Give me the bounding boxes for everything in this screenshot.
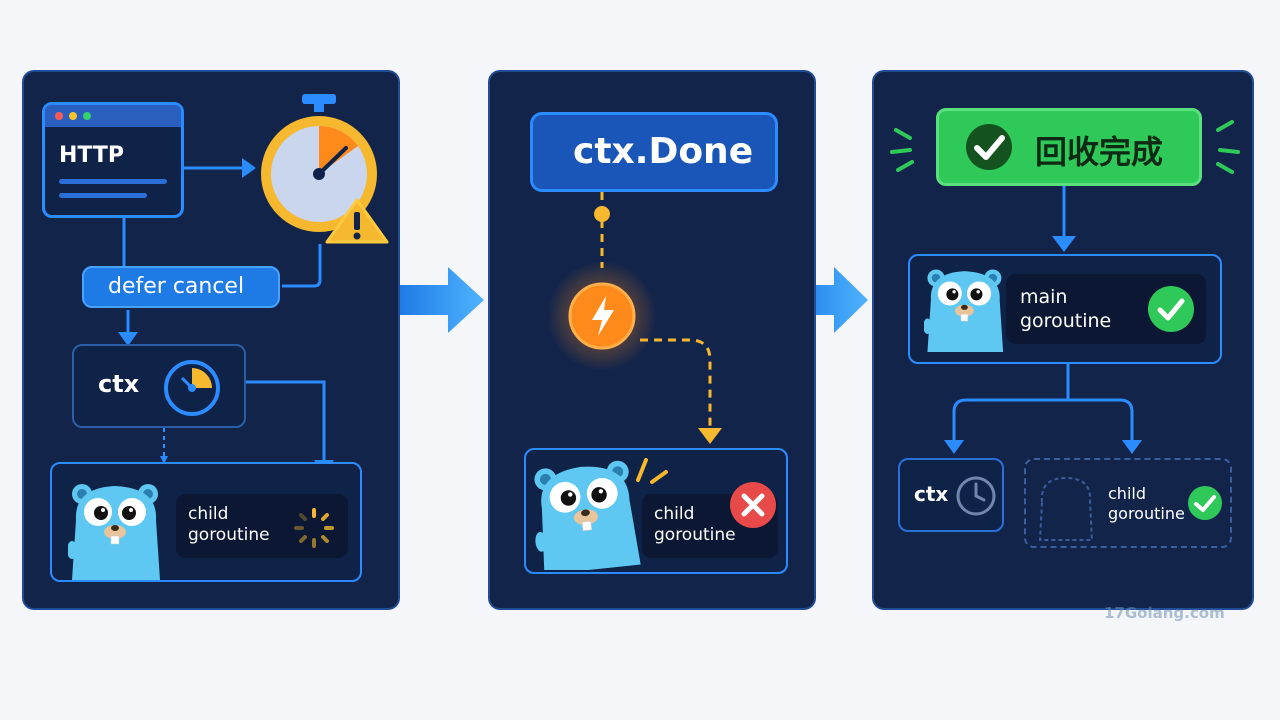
child-label-line2: goroutine [1108, 504, 1185, 523]
child-goroutine-box: child goroutine [524, 448, 788, 574]
transition-arrow-1 [400, 267, 484, 333]
child-label-line2: goroutine [188, 525, 270, 545]
main-goroutine-box: main goroutine [908, 254, 1222, 364]
child-goroutine-card: child goroutine [176, 494, 348, 558]
alert-marks [636, 458, 668, 484]
child-label-line1: child [1108, 484, 1146, 503]
gopher-icon [68, 483, 161, 581]
defer-cancel-badge: defer cancel [82, 266, 280, 308]
cleanup-complete-badge: 回收完成 [936, 108, 1202, 186]
http-label: HTTP [59, 143, 125, 168]
child-label-line2: goroutine [654, 525, 736, 545]
ctx-label: ctx [98, 370, 140, 398]
watermark: 17Golang.com [1104, 604, 1225, 622]
lightning-signal-icon [568, 282, 636, 350]
child-goroutine-box: child goroutine [50, 462, 362, 582]
defer-cancel-label: defer cancel [108, 274, 245, 299]
ctx-done-badge: ctx.Done [530, 112, 778, 192]
main-label-line2: goroutine [1020, 310, 1112, 332]
panel-request-timeout: HTTP defer cancel ctx [22, 70, 400, 610]
loading-spinner-icon [294, 508, 334, 548]
warning-icon [325, 198, 389, 244]
main-goroutine-card: main goroutine [1006, 274, 1206, 344]
green-check-icon [966, 124, 1012, 170]
panel-ctx-done: ctx.Done child goroutine [488, 70, 816, 610]
child-label-line1: child [188, 504, 229, 524]
http-request-window: HTTP [42, 102, 184, 218]
clock-icon [956, 476, 996, 516]
green-check-icon [1148, 286, 1194, 332]
gopher-icon [924, 269, 1004, 353]
window-dot-yellow [69, 112, 77, 120]
clock-icon [164, 360, 220, 416]
window-dot-red [55, 112, 63, 120]
content-line [59, 179, 167, 184]
ctx-box: ctx [898, 458, 1004, 532]
stopwatch-icon [261, 94, 377, 232]
gopher-icon [534, 460, 642, 570]
window-dot-green [83, 112, 91, 120]
panel-cleanup-complete: 回收完成 main goroutine ctx child goroutine [872, 70, 1254, 610]
child-label-line1: child [654, 504, 695, 524]
panel2-connectors [594, 192, 722, 444]
cleanup-complete-label: 回收完成 [1035, 133, 1164, 171]
green-check-icon [1188, 486, 1222, 520]
panel3-connectors [890, 120, 1240, 454]
child-goroutine-box: child goroutine [1024, 458, 1232, 548]
browser-window-icon [45, 105, 181, 127]
gopher-outline-icon [1038, 476, 1094, 541]
transition-arrow-2 [790, 267, 868, 333]
ctx-label: ctx [914, 482, 949, 506]
ctx-done-label: ctx.Done [573, 131, 754, 172]
red-x-icon [730, 482, 776, 528]
content-line [59, 193, 147, 198]
main-label-line1: main [1020, 286, 1068, 308]
ctx-box: ctx [72, 344, 246, 428]
